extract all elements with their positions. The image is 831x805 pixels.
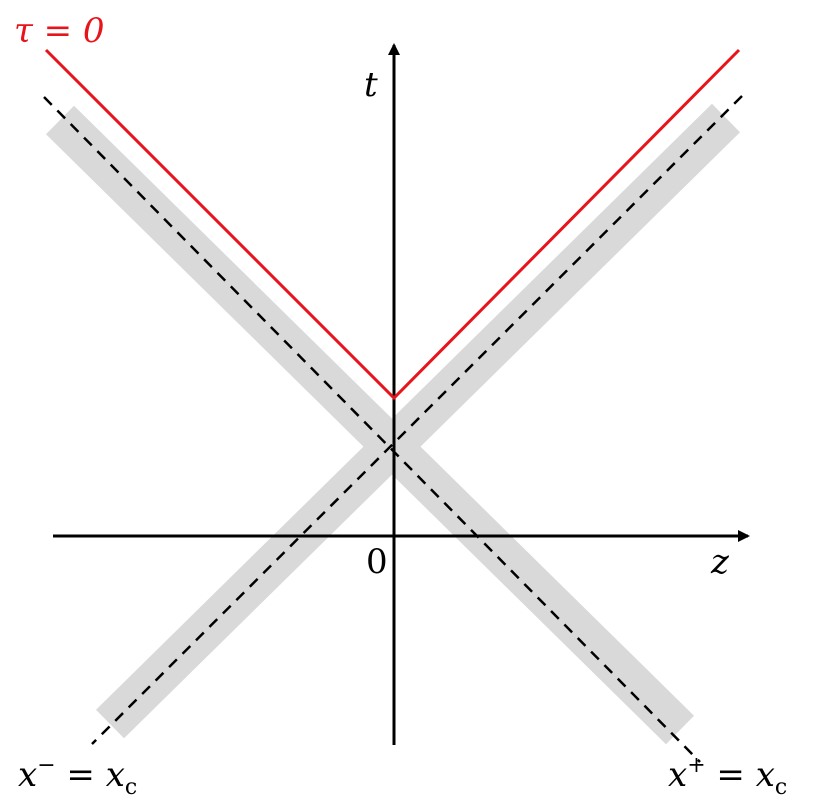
x-plus-rhs-var: x xyxy=(756,755,775,795)
dashed-line-x-plus xyxy=(91,95,743,745)
tau-zero-label: τ = 0 xyxy=(14,11,105,51)
x-minus-rhs-sub: c xyxy=(125,775,137,800)
x-minus-rhs-var: x xyxy=(106,755,125,795)
x-plus-eq: = xyxy=(706,755,756,795)
x-plus-rhs-sub: c xyxy=(775,775,787,800)
x-plus-sup: + xyxy=(687,753,705,778)
x-minus-eq: = xyxy=(56,755,106,795)
t-axis-label: t xyxy=(364,65,378,105)
shaded-band-x-minus xyxy=(45,105,695,745)
tau-zero-curve xyxy=(44,48,741,401)
origin-label: 0 xyxy=(366,542,388,582)
x-minus-var: x xyxy=(18,755,37,795)
dashed-line-x-minus xyxy=(43,96,701,763)
x-plus-equals-xc-label: x+ = xc xyxy=(668,753,787,800)
x-plus-var: x xyxy=(668,755,687,795)
x-minus-equals-xc-label: x− = xc xyxy=(18,753,137,800)
x-minus-sup: − xyxy=(37,753,55,778)
z-axis-label: z xyxy=(710,542,730,582)
